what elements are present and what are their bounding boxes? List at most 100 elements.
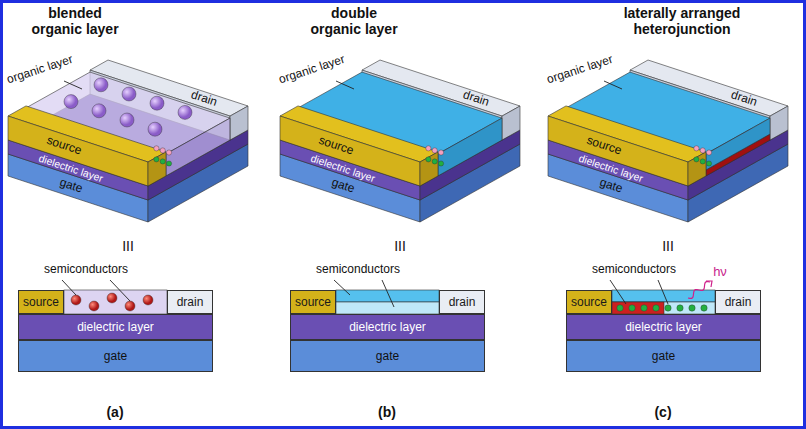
semiconductor-dot: [689, 305, 695, 311]
layer-label: source: [23, 295, 59, 309]
dielectric-layer: dielectric layer: [566, 314, 761, 340]
organic-layer: [336, 302, 439, 314]
semiconductor-dot: [653, 305, 659, 311]
semiconductor-sphere: [94, 78, 108, 92]
source-electrode: source: [18, 290, 64, 314]
semiconductor-dot: [166, 150, 171, 155]
cross-section: [610, 280, 715, 314]
source-electrode: [148, 152, 166, 186]
part-label: semiconductors: [44, 263, 128, 277]
layer-label: source: [295, 295, 331, 309]
semiconductor-dot: [677, 305, 683, 311]
drain-electrode: drain: [439, 290, 485, 314]
gate-electrode: gate: [18, 340, 213, 372]
organic-layer: [166, 118, 230, 176]
source-electrode: [280, 116, 420, 186]
layer-label: drain: [725, 295, 752, 309]
part-label: semiconductors: [316, 263, 400, 277]
layer-label: dielectric layer: [349, 320, 426, 334]
semiconductor-sphere: [64, 95, 78, 109]
panel-title: laterally arranged heterojunction: [620, 5, 745, 37]
semiconductor-dot: [706, 161, 711, 166]
semiconductor-dot: [160, 148, 165, 153]
leader-line: [64, 81, 82, 89]
cross-section: [334, 280, 439, 314]
organic-layer: [706, 118, 770, 170]
semiconductor-dot: [694, 157, 699, 162]
layer-label: source: [571, 295, 607, 309]
layer-label: dielectric layer: [77, 320, 154, 334]
source-electrode: [8, 116, 148, 186]
semiconductor-particle: [125, 301, 135, 311]
panel-title: double organic layer: [307, 5, 402, 37]
panel-caption: (a): [106, 404, 123, 420]
part-label: organic layer: [5, 53, 75, 87]
source-electrode: [548, 116, 688, 186]
organic-layer: [612, 302, 715, 314]
semiconductor-dot: [154, 146, 159, 151]
semiconductor-dot: [432, 159, 437, 164]
leader-line: [110, 280, 130, 301]
semiconductor-dot: [641, 305, 647, 311]
semiconductor-sphere: [92, 104, 106, 118]
equivalence-mark: III: [394, 238, 406, 254]
semiconductor-dot: [426, 146, 431, 151]
dielectric-layer: dielectric layer: [18, 314, 213, 340]
semiconductor-dot: [701, 305, 707, 311]
semiconductor-dot: [700, 159, 705, 164]
leader-line: [610, 280, 626, 304]
semiconductor-dot: [694, 146, 699, 151]
leader-line: [336, 81, 354, 89]
leader-line: [62, 280, 76, 295]
device-3d: [8, 60, 248, 222]
semiconductor-sphere: [178, 105, 192, 119]
semiconductor-particle: [143, 295, 153, 305]
semiconductor-dot: [706, 150, 711, 155]
gate-electrode: gate: [566, 340, 761, 372]
layer-label: gate: [652, 349, 675, 363]
semiconductor-dot: [629, 305, 635, 311]
arrow-head: [706, 281, 712, 287]
semiconductor-particle: [107, 293, 117, 303]
photon-label: hν: [713, 265, 727, 280]
semiconductor-dot: [160, 159, 165, 164]
organic-layer: [612, 290, 715, 302]
drain-electrode: drain: [715, 290, 761, 314]
part-label: semiconductors: [592, 263, 676, 277]
panel-caption: (b): [378, 404, 396, 420]
source-electrode: [688, 152, 706, 186]
device-3d: [548, 60, 788, 222]
semiconductor-particle: [89, 301, 99, 311]
semiconductor-dot: [617, 305, 623, 311]
semiconductor-sphere: [122, 87, 136, 101]
drain-electrode: [770, 106, 788, 140]
leader-line: [658, 280, 668, 304]
device-3d: [280, 60, 520, 222]
equivalence-mark: III: [662, 238, 674, 254]
layer-label: drain: [177, 295, 204, 309]
semiconductor-dot: [665, 305, 671, 311]
semiconductor-dot: [426, 157, 431, 162]
equivalence-mark: III: [122, 238, 134, 254]
source-electrode: source: [290, 290, 336, 314]
layer-label: gate: [376, 349, 399, 363]
semiconductor-particle: [71, 295, 81, 305]
cross-section: [62, 280, 167, 314]
drain-electrode: [502, 106, 520, 140]
gate-electrode: gate: [290, 340, 485, 372]
semiconductor-dot: [432, 148, 437, 153]
semiconductor-layer: [612, 302, 664, 314]
leader-line: [604, 81, 622, 89]
layer-label: gate: [104, 349, 127, 363]
semiconductor-dot: [166, 161, 171, 166]
part-label: organic layer: [277, 53, 347, 87]
light-emission: [688, 282, 710, 299]
layer-label: dielectric layer: [625, 320, 702, 334]
layer-label: drain: [449, 295, 476, 309]
part-label: organic layer: [545, 53, 615, 87]
source-electrode: [420, 152, 438, 186]
drain-electrode: drain: [167, 290, 213, 314]
dielectric-layer: dielectric layer: [290, 314, 485, 340]
drain-electrode: [230, 106, 248, 140]
